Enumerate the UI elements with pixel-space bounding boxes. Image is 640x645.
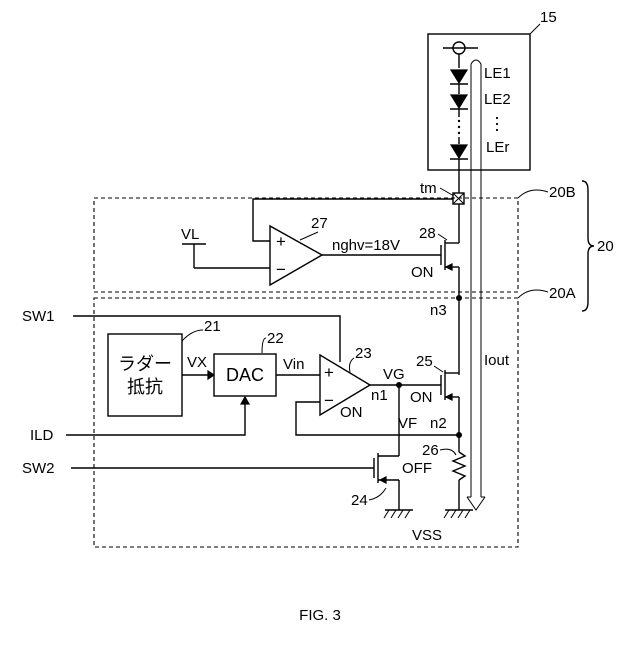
led-le1-icon: [450, 70, 468, 84]
ref-28: 28: [419, 225, 436, 242]
label-vss: VSS: [412, 527, 442, 544]
ref-25: 25: [416, 353, 433, 370]
ref-20a: 20A: [549, 285, 576, 302]
led-le2-icon: [450, 95, 468, 109]
ladder-resistor-21: ラダー 抵抗: [108, 334, 182, 416]
label-off: OFF: [402, 460, 432, 477]
brace-20: 20: [582, 181, 614, 311]
opamp27-minus: −: [276, 260, 286, 279]
ref-20b: 20B: [549, 184, 576, 201]
resistor-26-icon: [453, 435, 465, 510]
iout-arrow: [467, 60, 485, 510]
figure-caption: FIG. 3: [299, 607, 341, 624]
ref-27: 27: [311, 215, 328, 232]
label-nghv: nghv=18V: [332, 237, 400, 254]
label-vg: VG: [383, 366, 405, 383]
ref-26: 26: [422, 442, 439, 459]
label-ild: ILD: [30, 427, 54, 444]
led-ler-icon: [450, 145, 468, 159]
label-sw1: SW1: [22, 308, 55, 325]
led-chain-dots: [458, 120, 460, 134]
label-vl: VL: [181, 226, 199, 243]
label-vx: VX: [187, 354, 207, 371]
opamp27-plus: +: [276, 232, 286, 251]
label-n2: n2: [430, 415, 447, 432]
dac-22: DAC: [214, 354, 276, 396]
ref-20: 20: [597, 238, 614, 255]
supply-terminal-icon: [443, 42, 478, 68]
label-dots: [496, 117, 498, 131]
label-le2: LE2: [484, 91, 511, 108]
ref-23: 23: [355, 345, 372, 362]
label-vf: VF: [398, 415, 417, 432]
dac-text: DAC: [226, 365, 264, 385]
label-iout: Iout: [484, 352, 510, 369]
label-n1: n1: [371, 387, 388, 404]
opamp23-plus: +: [324, 363, 334, 382]
ladder-text-line2: 抵抗: [127, 377, 163, 397]
label-le1: LE1: [484, 65, 511, 82]
ground-icon-24: [384, 510, 413, 518]
ref-24: 24: [351, 492, 368, 509]
label-n3: n3: [430, 302, 447, 319]
label-sw2: SW2: [22, 460, 55, 477]
label-on-28: ON: [411, 264, 434, 281]
ground-icon-26: [444, 510, 473, 518]
transistor-24-icon: [374, 435, 399, 510]
vl-node: VL: [181, 226, 270, 268]
ref-22: 22: [267, 330, 284, 347]
label-vin: Vin: [283, 356, 304, 373]
label-on-23: ON: [340, 404, 363, 421]
ref-15: 15: [540, 9, 557, 26]
ref-21: 21: [204, 318, 221, 335]
transistor-28-icon: [441, 204, 459, 298]
label-tm: tm: [420, 180, 437, 197]
node-n3-dot: [456, 295, 462, 301]
opamp-27: + −: [270, 226, 322, 285]
ladder-text-line1: ラダー: [118, 354, 172, 374]
opamp23-minus: −: [324, 391, 334, 410]
label-on-25: ON: [410, 389, 433, 406]
led-block-15: 15 LE1 LE2: [428, 9, 557, 193]
label-ler: LEr: [486, 139, 509, 156]
